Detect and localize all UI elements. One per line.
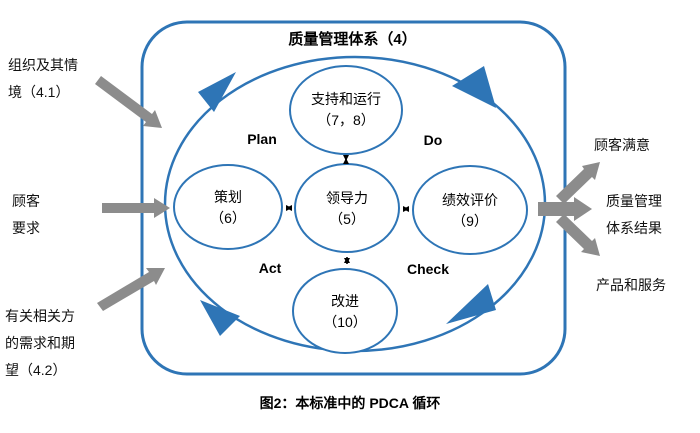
output-arrow-qms-results: [538, 197, 592, 221]
node-label-planning: 策划 （6）: [210, 189, 246, 226]
node-improvement-ellipse: [292, 268, 398, 354]
input-arrow-interested-parties: [97, 268, 165, 311]
node-support-operation-ellipse: [289, 65, 403, 155]
pdca-label-plan: Plan: [247, 131, 277, 147]
node-label-performance-evaluation: 绩效评价 （9）: [442, 192, 498, 229]
input-label-customer-requirements: 顾客 要求: [12, 193, 40, 236]
cycle-arrowhead-bottom-right-icon: [446, 284, 496, 324]
diagram-caption: 图2：本标准中的 PDCA 循环: [259, 395, 441, 411]
node-planning-ellipse: [173, 164, 283, 250]
output-label-customer-satisfaction: 顾客满意: [594, 137, 650, 153]
input-arrow-customer-requirements: [102, 198, 170, 218]
input-label-interested-parties: 有关相关方 的需求和期 望（4.2）: [5, 308, 75, 378]
node-performance-evaluation-ellipse: [412, 165, 528, 255]
diagram-title: 质量管理体系（4）: [288, 31, 417, 48]
pdca-label-do: Do: [423, 132, 443, 148]
cycle-arrowhead-top-left-icon: [198, 72, 236, 112]
output-label-qms-results: 质量管理 体系结果: [606, 193, 662, 236]
input-arrow-organization-context: [95, 76, 162, 128]
output-arrow-products-services: [556, 214, 600, 256]
pdca-label-check: Check: [406, 261, 450, 277]
output-label-products-services: 产品和服务: [596, 277, 666, 293]
input-label-organization-context: 组织及其情 境（4.1）: [8, 57, 78, 100]
cycle-arrowhead-bottom-left-icon: [200, 300, 240, 336]
cycle-arrowhead-top-right-icon: [452, 66, 496, 108]
pdca-label-act: Act: [258, 260, 282, 276]
node-label-improvement: 改进 （10）: [323, 293, 367, 330]
node-leadership-ellipse: [294, 163, 400, 253]
node-label-support-operation: 支持和运行 （7，8）: [311, 91, 381, 128]
output-arrow-customer-satisfaction: [556, 162, 600, 204]
node-label-leadership: 领导力 （5）: [326, 190, 368, 227]
